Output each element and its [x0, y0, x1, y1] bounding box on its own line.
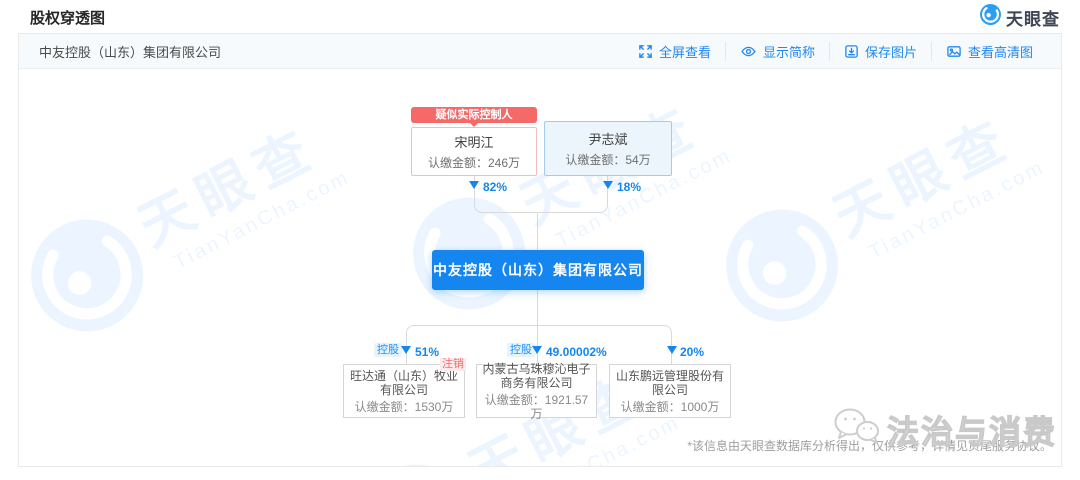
subsidiary-percent: 51%: [415, 345, 440, 359]
subsidiary-percent: 49.00002%: [546, 345, 607, 359]
subsidiary-amount: 认缴金额：1530万: [354, 399, 454, 414]
subsidiary-name: 山东鹏远管理股份有限公司: [615, 368, 724, 397]
status-badge-cancelled: 注销: [440, 358, 466, 371]
subsidiary-name: 旺达通（山东）牧业有限公司: [349, 368, 458, 397]
arrow-down-icon: [532, 346, 542, 354]
show-abbreviation-button[interactable]: 显示简称: [724, 41, 829, 61]
shareholder-amount: 认缴金额：246万: [427, 156, 521, 170]
tianyancha-watermark: 天眼查 TianYanCha.com: [707, 89, 1056, 341]
tianyancha-logo: 天眼查: [980, 4, 1060, 30]
fullscreen-button[interactable]: 全屏查看: [624, 42, 725, 61]
shareholder-name: 尹志斌: [588, 132, 628, 147]
arrow-down-icon: [401, 346, 411, 354]
hd-image-icon: [946, 44, 962, 59]
shareholder-name: 宋明江: [454, 135, 494, 150]
show-abbreviation-label: 显示简称: [762, 44, 815, 60]
wechat-account-name: 法治与消费: [886, 413, 1057, 450]
shareholder-node[interactable]: 疑似实际控制人 宋明江 认缴金额：246万: [411, 107, 537, 176]
wechat-account-watermark: 法治与消费: [831, 405, 1057, 454]
view-hd-label: 查看高清图: [967, 44, 1033, 60]
toolbar: 全屏查看 显示简称: [624, 41, 1047, 61]
arrow-down-icon: [667, 346, 677, 354]
connector-stem-top: [537, 213, 538, 250]
connector-subsidiaries: [406, 325, 672, 364]
view-hd-button[interactable]: 查看高清图: [930, 41, 1047, 61]
suspected-controller-tag: 疑似实际控制人: [411, 107, 537, 127]
arrow-down-icon: [603, 181, 613, 189]
subsidiary-node[interactable]: 内蒙古乌珠穆沁电子商务有限公司 认缴金额：1921.57万: [476, 361, 597, 421]
subsidiary-percent: 20%: [680, 345, 705, 359]
tianyancha-watermark: 天眼查 TianYanCha.com: [19, 99, 361, 351]
shareholder-amount: 认缴金额：54万: [565, 153, 651, 167]
company-name-label: 中友控股（山东）集团有限公司: [39, 44, 222, 60]
diagram-card: 中友控股（山东）集团有限公司 全屏查看: [18, 33, 1062, 467]
fullscreen-icon: [638, 44, 653, 59]
disclaimer-text: *该信息由天眼查数据库分析得出，仅供参考，详情见页尾服务协议。: [687, 439, 1052, 453]
fullscreen-label: 全屏查看: [658, 44, 711, 60]
subsidiary-amount: 认缴金额：1000万: [620, 399, 720, 414]
root-company-node[interactable]: 中友控股（山东）集团有限公司: [432, 250, 644, 290]
holding-badge: 控股: [374, 343, 402, 357]
download-icon: [844, 44, 859, 59]
subsidiary-node[interactable]: 山东鹏远管理股份有限公司 认缴金额：1000万: [609, 364, 731, 418]
eye-icon: [740, 44, 757, 59]
diagram-canvas: 天眼查 TianYanCha.com 天眼查 TianYanCha.com 天眼…: [19, 69, 1061, 466]
connector-shareholders: [474, 176, 608, 213]
subsidiary-node[interactable]: 注销 旺达通（山东）牧业有限公司 认缴金额：1530万: [343, 358, 466, 418]
arrow-down-icon: [469, 181, 479, 189]
card-header: 中友控股（山东）集团有限公司 全屏查看: [19, 34, 1061, 69]
tianyancha-logo-text: 天眼查: [1006, 9, 1060, 29]
shareholder-percent: 82%: [483, 180, 508, 194]
shareholder-node[interactable]: 尹志斌 认缴金额：54万: [544, 121, 672, 176]
page-title: 股权穿透图: [30, 10, 106, 27]
save-image-button[interactable]: 保存图片: [828, 41, 931, 61]
holding-badge: 控股: [507, 343, 535, 357]
top-bar: 股权穿透图 天眼查: [0, 0, 1080, 32]
tianyancha-eye-icon: [980, 4, 1001, 30]
wechat-icon: [831, 405, 883, 454]
subsidiary-name: 内蒙古乌珠穆沁电子商务有限公司: [482, 361, 591, 390]
shareholder-percent: 18%: [617, 180, 642, 194]
subsidiary-amount: 认缴金额：1921.57万: [484, 392, 589, 421]
save-image-label: 保存图片: [864, 44, 917, 60]
connector-stem-bottom: [537, 290, 538, 364]
